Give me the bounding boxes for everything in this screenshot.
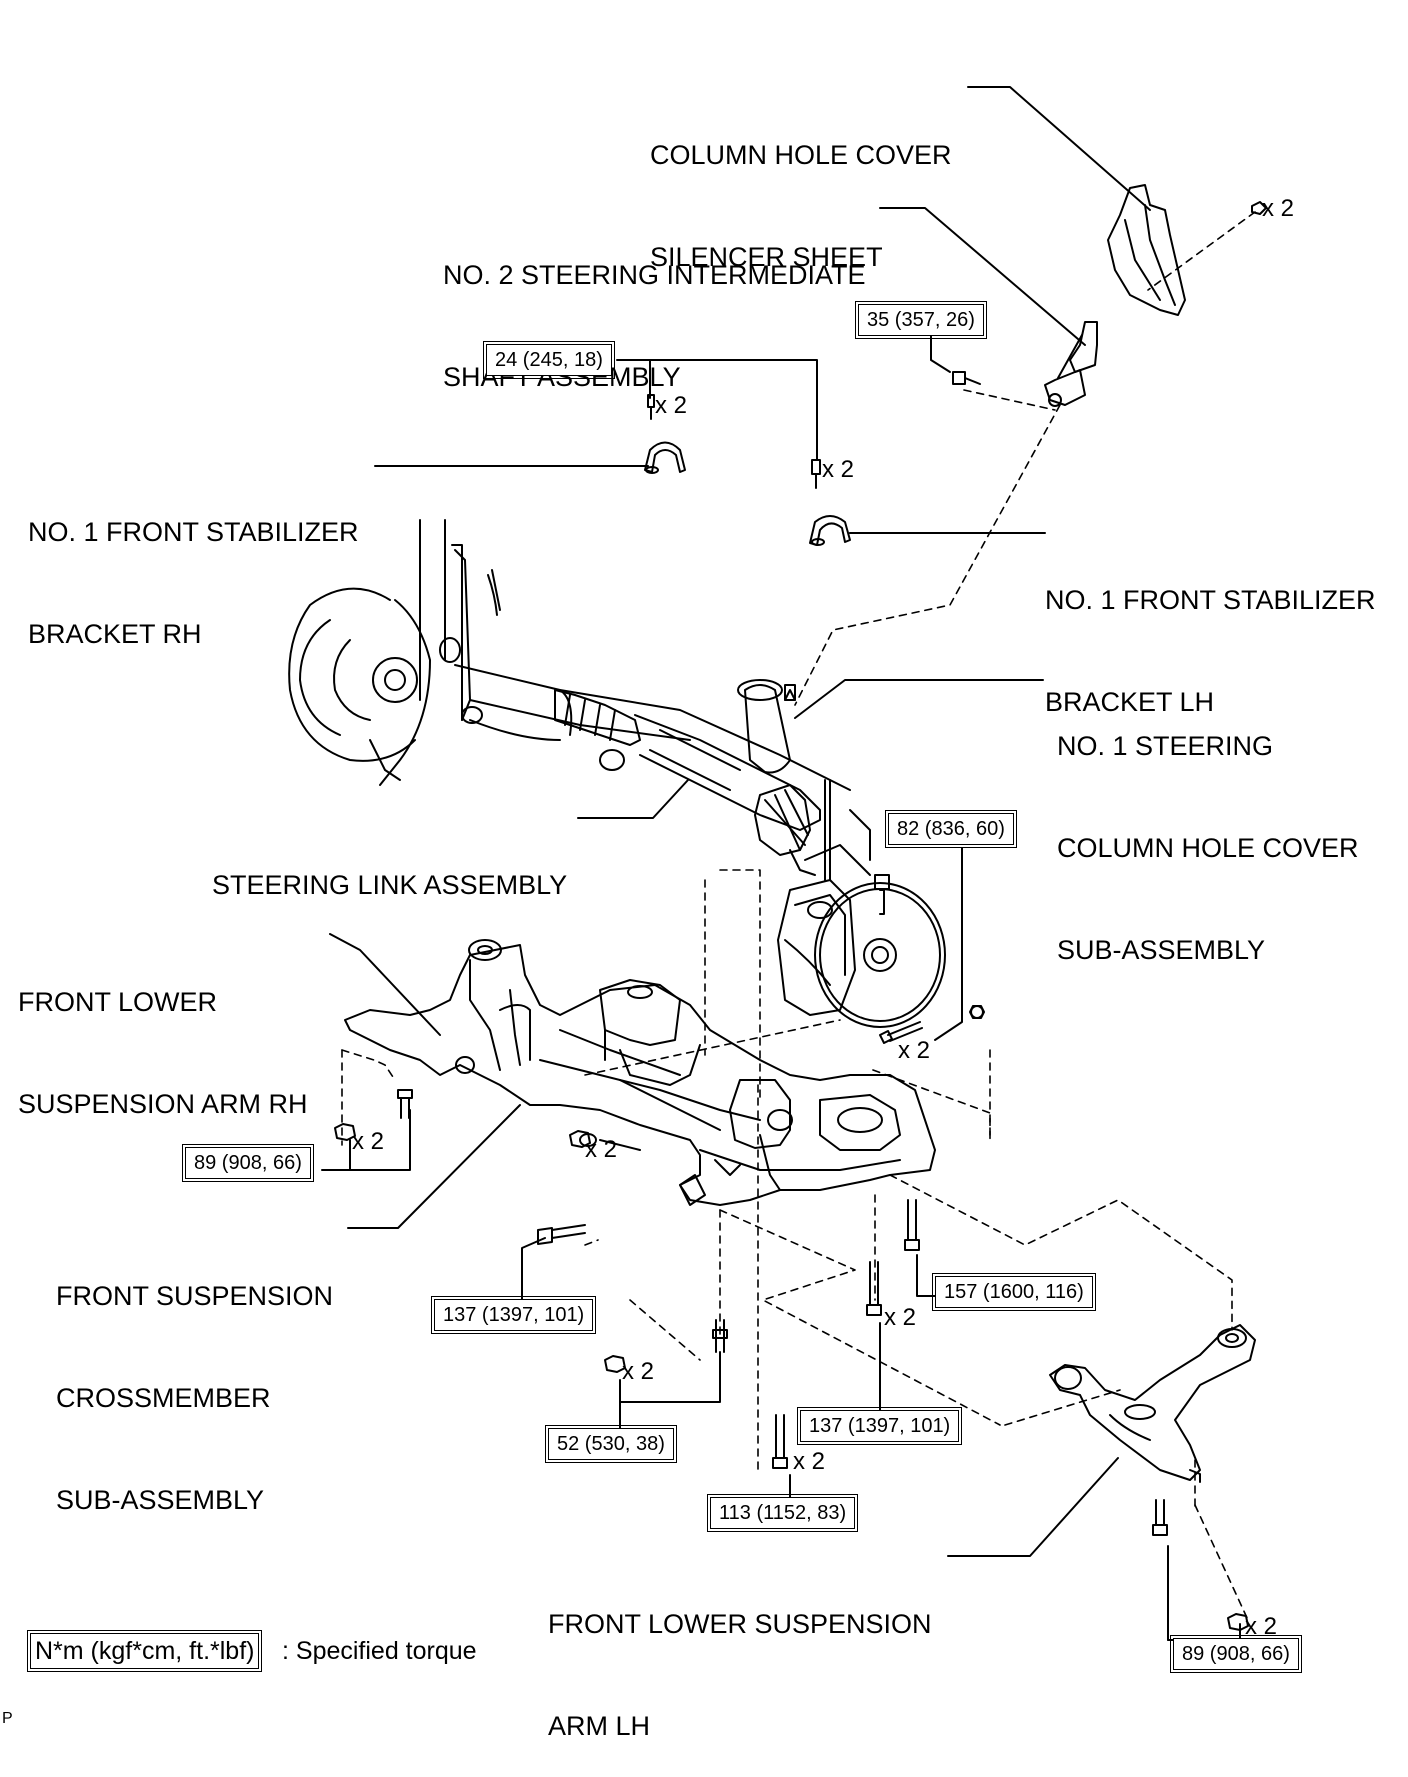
label-line: NO. 2 STEERING INTERMEDIATE	[443, 260, 866, 290]
quantity-label: x 2	[585, 1136, 618, 1163]
quantity-label: x 2	[655, 392, 688, 419]
label-lower-arm-lh: FRONT LOWER SUSPENSION ARM LH	[548, 1539, 932, 1777]
label-line: STEERING LINK ASSEMBLY	[212, 870, 568, 900]
stabilizer-bracket-lh-drawing	[809, 459, 861, 546]
label-line: SUSPENSION ARM RH	[18, 1089, 308, 1119]
label-line: NO. 1 FRONT STABILIZER	[28, 517, 359, 547]
quantity-label: x 2	[1262, 195, 1295, 222]
torque-box: 24 (245, 18)	[483, 341, 615, 379]
intermediate-shaft-drawing	[1044, 321, 1098, 407]
label-stabilizer-bracket-lh: NO. 1 FRONT STABILIZER BRACKET LH	[1045, 515, 1376, 753]
label-line: NO. 1 FRONT STABILIZER	[1045, 585, 1376, 615]
legend-description: : Specified torque	[282, 1637, 477, 1665]
label-line: BRACKET RH	[28, 619, 202, 649]
label-crossmember: FRONT SUSPENSION CROSSMEMBER SUB-ASSEMBL…	[56, 1211, 333, 1551]
quantity-label: x 2	[1245, 1613, 1278, 1640]
crossmember-drawing	[344, 939, 985, 1206]
lower-arm-lh-drawing	[1049, 1324, 1256, 1483]
quantity-label: x 2	[352, 1128, 385, 1155]
label-silencer-sheet: COLUMN HOLE COVER SILENCER SHEET	[650, 70, 952, 308]
label-line: FRONT SUSPENSION	[56, 1281, 334, 1311]
torque-box: 52 (530, 38)	[545, 1425, 677, 1463]
label-line: CROSSMEMBER	[56, 1383, 271, 1413]
torque-box: 113 (1152, 83)	[706, 1494, 859, 1532]
label-line: SUB-ASSEMBLY	[1057, 935, 1266, 965]
quantity-label: x 2	[884, 1304, 917, 1331]
quantity-label: x 2	[898, 1037, 931, 1064]
quantity-label: x 2	[822, 456, 855, 483]
knuckle-brake-lh-drawing	[777, 844, 946, 1028]
label-steering-link: STEERING LINK ASSEMBLY	[212, 800, 567, 936]
torque-box: 137 (1397, 101)	[796, 1407, 963, 1445]
clip-drawing	[1251, 201, 1267, 215]
label-line: FRONT LOWER	[18, 987, 218, 1017]
torque-box: 157 (1600, 116)	[932, 1273, 1096, 1311]
quantity-label: x 2	[622, 1358, 655, 1385]
label-column-hole-cover: NO. 1 STEERING COLUMN HOLE COVER SUB-ASS…	[1057, 661, 1359, 1001]
legend-torque-unit: N*m (kgf*cm, ft.*lbf)	[26, 1630, 263, 1672]
torque-box: 137 (1397, 101)	[430, 1296, 597, 1334]
label-line: BRACKET LH	[1045, 687, 1215, 717]
torque-box: 89 (908, 66)	[1170, 1635, 1302, 1673]
label-line: ARM LH	[548, 1711, 651, 1741]
quantity-label: x 2	[793, 1448, 826, 1475]
silencer-sheet-drawing	[1107, 184, 1186, 316]
torque-box: 89 (908, 66)	[182, 1144, 314, 1182]
label-lower-arm-rh: FRONT LOWER SUSPENSION ARM RH	[18, 917, 308, 1155]
torque-box: 82 (836, 60)	[885, 810, 1017, 848]
torque-box: 35 (357, 26)	[855, 301, 987, 339]
bolt-35-drawing	[952, 371, 981, 385]
stabilizer-bracket-rh-drawing	[644, 394, 686, 474]
steering-rack-drawing	[454, 664, 871, 881]
label-line: NO. 1 STEERING	[1057, 731, 1274, 761]
label-line: FRONT LOWER SUSPENSION	[548, 1609, 932, 1639]
label-line: SUB-ASSEMBLY	[56, 1485, 265, 1515]
label-line: COLUMN HOLE COVER	[1057, 833, 1359, 863]
knuckle-brake-rh-drawing	[288, 519, 501, 786]
figure-code: P	[2, 1710, 13, 1727]
fasteners-drawing	[334, 1021, 1249, 1631]
installation-paths	[341, 211, 1256, 1621]
exploded-parts-diagram	[288, 86, 1267, 1641]
label-line: SILENCER SHEET	[650, 242, 883, 272]
label-stabilizer-bracket-rh: NO. 1 FRONT STABILIZER BRACKET RH	[28, 447, 359, 685]
label-line: COLUMN HOLE COVER	[650, 140, 952, 170]
